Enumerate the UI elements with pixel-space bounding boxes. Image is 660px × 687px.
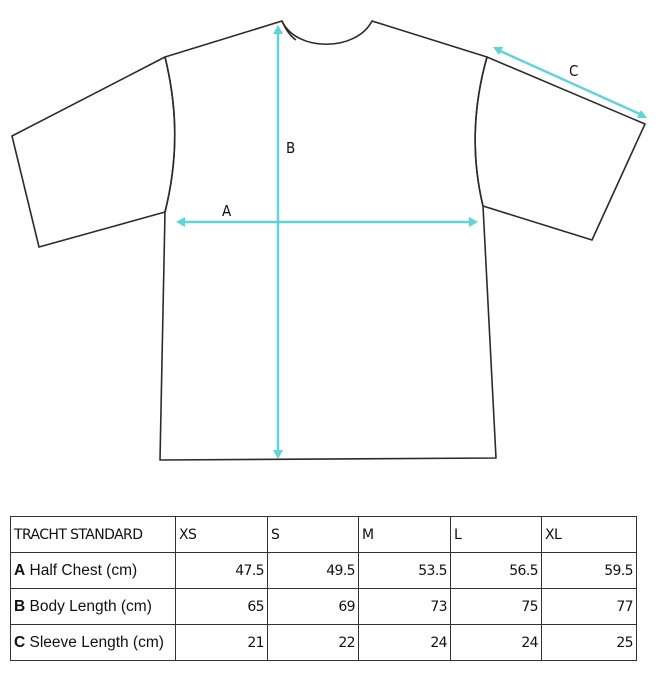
row-label: C Sleeve Length (cm) xyxy=(10,624,176,661)
table-cell: 49.5 xyxy=(267,552,359,589)
table-row-body-length: B Body Length (cm) 65 69 73 75 77 xyxy=(10,588,637,625)
header-cell-xl: XL xyxy=(541,516,637,553)
measure-a-label: A xyxy=(222,202,232,220)
table-cell: 25 xyxy=(541,624,637,661)
tshirt-diagram: A B C xyxy=(11,20,647,461)
right-sleeve-outline xyxy=(474,56,646,241)
header-cell-standard: TRACHT STANDARD xyxy=(10,516,176,553)
neck-outline xyxy=(281,20,297,41)
size-chart-table: TRACHT STANDARD XS S M L XL A Half Chest… xyxy=(10,516,637,661)
table-cell: 56.5 xyxy=(450,552,542,589)
row-label: B Body Length (cm) xyxy=(10,588,176,625)
table-cell: 59.5 xyxy=(541,552,637,589)
row-name: Body Length (cm) xyxy=(29,597,152,615)
table-cell: 73 xyxy=(358,588,451,625)
header-cell-l: L xyxy=(450,516,542,553)
header-cell-m: M xyxy=(358,516,451,553)
row-name: Sleeve Length (cm) xyxy=(29,633,164,651)
table-cell: 77 xyxy=(541,588,637,625)
table-header-row: TRACHT STANDARD XS S M L XL xyxy=(10,516,637,553)
table-cell: 47.5 xyxy=(175,552,268,589)
table-cell: 65 xyxy=(175,588,268,625)
measure-b-arrow xyxy=(273,25,283,459)
body-outline xyxy=(159,20,497,461)
row-code: C xyxy=(14,633,26,651)
measure-c-label: C xyxy=(569,62,578,80)
table-cell: 24 xyxy=(450,624,542,661)
table-cell: 53.5 xyxy=(358,552,451,589)
header-cell-xs: XS xyxy=(175,516,268,553)
row-code: A xyxy=(14,561,26,579)
table-cell: 69 xyxy=(267,588,359,625)
header-cell-s: S xyxy=(267,516,359,553)
measure-b-label: B xyxy=(286,139,295,157)
left-sleeve-outline xyxy=(11,56,176,248)
table-row-sleeve-length: C Sleeve Length (cm) 21 22 24 24 25 xyxy=(10,624,637,661)
table-cell: 24 xyxy=(358,624,451,661)
row-code: B xyxy=(14,597,26,615)
table-row-half-chest: A Half Chest (cm) 47.5 49.5 53.5 56.5 59… xyxy=(10,552,637,589)
table-cell: 22 xyxy=(267,624,359,661)
row-name: Half Chest (cm) xyxy=(29,561,138,579)
measure-a-arrow xyxy=(176,217,478,227)
row-label: A Half Chest (cm) xyxy=(10,552,176,589)
table-cell: 21 xyxy=(175,624,268,661)
table-cell: 75 xyxy=(450,588,542,625)
measure-c-arrow xyxy=(493,47,647,118)
